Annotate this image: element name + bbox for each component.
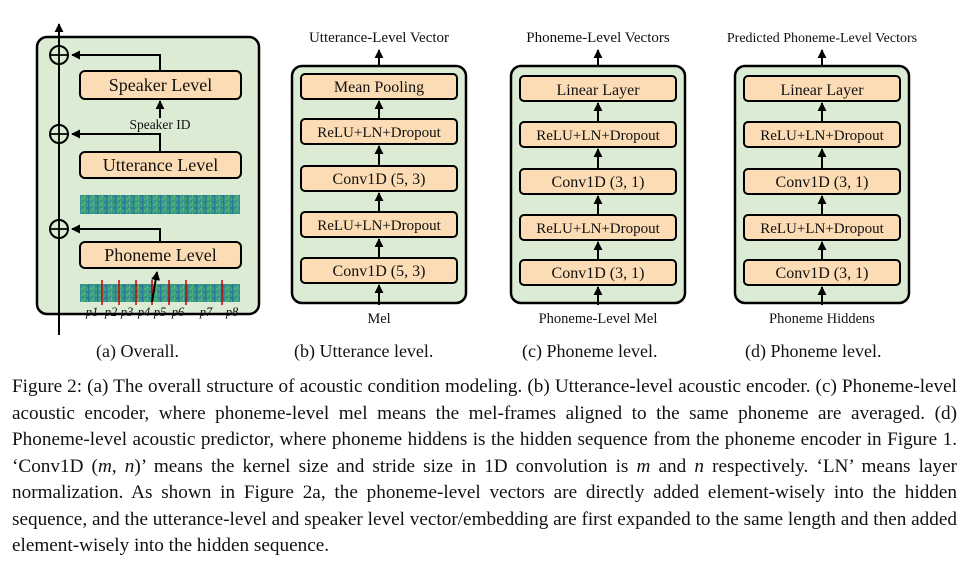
conv1d-block xyxy=(300,165,458,192)
relu-ln-dropout-label: ReLU+LN+Dropout xyxy=(536,221,660,237)
caption-text: )’ means the kernel size and stride size… xyxy=(134,455,637,477)
phoneme-label: p5 xyxy=(153,305,167,319)
linear-layer-block xyxy=(519,75,677,102)
math-m: m xyxy=(636,455,651,477)
utterance-mel-spectrogram xyxy=(80,195,240,214)
relu-ln-dropout-label: ReLU+LN+Dropout xyxy=(760,221,884,237)
conv1d-label: Conv1D (3, 1) xyxy=(552,265,645,282)
conv1d-block xyxy=(743,259,901,286)
linear-layer-label: Linear Layer xyxy=(780,82,864,99)
relu-ln-dropout-label: ReLU+LN+Dropout xyxy=(760,128,884,144)
caption-text: , xyxy=(111,455,125,477)
relu-ln-dropout-block xyxy=(743,121,901,148)
figure-caption: Figure 2: (a) The overall structure of a… xyxy=(12,374,957,560)
conv1d-block xyxy=(519,259,677,286)
panel-b-output-label: Utterance-Level Vector xyxy=(309,30,449,46)
math-n: n xyxy=(694,455,704,477)
caption-text: and xyxy=(650,455,695,477)
phoneme-label: p7 xyxy=(199,305,213,319)
figure-2: Speaker Level Speaker ID Utterance Level… xyxy=(35,23,917,335)
relu-ln-dropout-block xyxy=(300,118,458,145)
phoneme-label: p3 xyxy=(120,305,134,319)
subcaption-c: (c) Phoneme level. xyxy=(522,341,658,361)
relu-ln-dropout-label: ReLU+LN+Dropout xyxy=(317,125,441,141)
relu-ln-dropout-block xyxy=(519,214,677,241)
conv1d-label: Conv1D (5, 3) xyxy=(333,263,426,280)
panel-c-phoneme-encoder: Phoneme-Level Vectors Linear Layer ReLU+… xyxy=(509,30,687,327)
panel-b-utterance-encoder: Utterance-Level Vector Mean Pooling ReLU… xyxy=(290,30,468,327)
panel-d-input-label: Phoneme Hiddens xyxy=(769,311,875,327)
relu-ln-dropout-block xyxy=(743,214,901,241)
conv1d-label: Conv1D (3, 1) xyxy=(552,174,645,191)
math-n: n xyxy=(124,455,135,477)
subcaption-d: (d) Phoneme level. xyxy=(745,341,882,361)
phoneme-label: p1 xyxy=(85,305,99,319)
utterance-level-label: Utterance Level xyxy=(103,155,218,175)
phoneme-label: p8 xyxy=(225,305,239,319)
panel-b-input-label: Mel xyxy=(367,311,390,327)
phoneme-labels: p1 p2 p3 p4 p5 p6 p7 p8 xyxy=(85,305,239,319)
phoneme-label: p6 xyxy=(171,305,185,319)
phoneme-label: p4 xyxy=(137,305,151,319)
linear-layer-label: Linear Layer xyxy=(556,82,640,99)
speaker-id-label: Speaker ID xyxy=(129,117,190,132)
caption-text: respectively. ‘LN’ means layer normaliza… xyxy=(12,455,958,557)
linear-layer-block xyxy=(743,75,901,102)
subcaption-a: (a) Overall. xyxy=(96,341,179,361)
subcaption-b: (b) Utterance level. xyxy=(294,341,434,361)
panel-a-overall: Speaker Level Speaker ID Utterance Level… xyxy=(35,23,261,335)
conv1d-block xyxy=(300,257,458,284)
mean-pooling-label: Mean Pooling xyxy=(334,79,424,96)
conv1d-block xyxy=(743,168,901,195)
speaker-level-label: Speaker Level xyxy=(109,75,212,95)
relu-ln-dropout-label: ReLU+LN+Dropout xyxy=(536,128,660,144)
panel-d-phoneme-predictor: Predicted Phoneme-Level Vectors Linear L… xyxy=(727,31,917,327)
conv1d-label: Conv1D (3, 1) xyxy=(776,174,869,191)
panel-c-input-label: Phoneme-Level Mel xyxy=(539,311,658,327)
panel-d-output-label: Predicted Phoneme-Level Vectors xyxy=(727,31,917,46)
relu-ln-dropout-block xyxy=(300,211,458,238)
caption-text: Figure 2: (a) The overall structure of a… xyxy=(12,376,957,477)
phoneme-level-label: Phoneme Level xyxy=(104,245,216,265)
relu-ln-dropout-label: ReLU+LN+Dropout xyxy=(317,218,441,234)
relu-ln-dropout-block xyxy=(519,121,677,148)
phoneme-label: p2 xyxy=(104,305,118,319)
conv1d-label: Conv1D (3, 1) xyxy=(776,265,869,282)
conv1d-block xyxy=(519,168,677,195)
panel-c-output-label: Phoneme-Level Vectors xyxy=(526,30,670,46)
math-m: m xyxy=(97,455,112,477)
conv1d-label: Conv1D (5, 3) xyxy=(333,171,426,188)
mean-pooling-block xyxy=(300,73,458,100)
phoneme-boundaries xyxy=(101,280,223,305)
phoneme-mel-spectrogram xyxy=(80,284,240,302)
